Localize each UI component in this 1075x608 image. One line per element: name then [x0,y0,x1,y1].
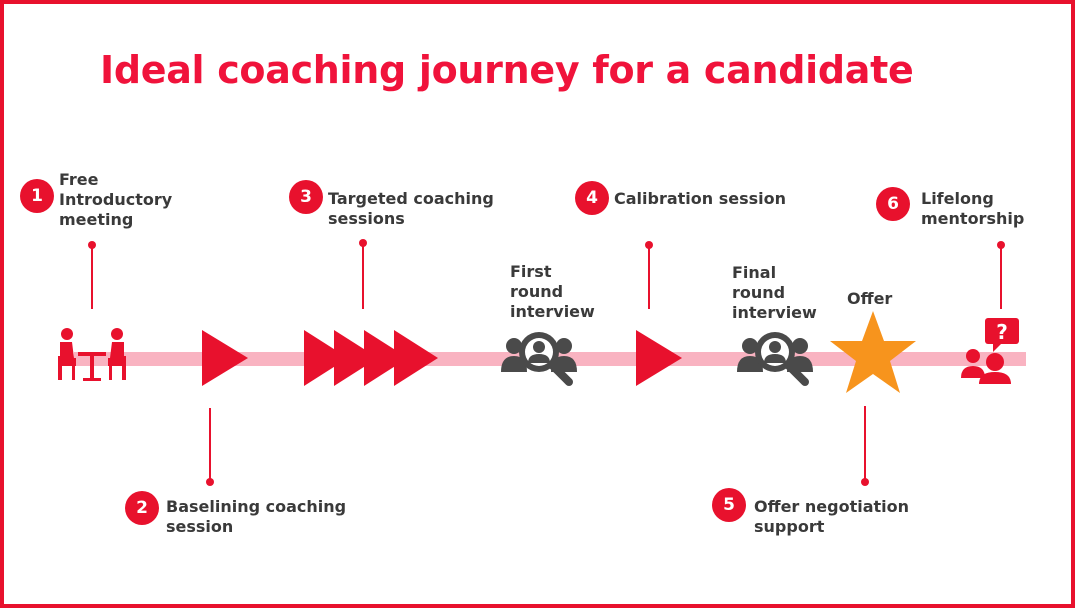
step-label: Free Introductory meeting [59,170,173,229]
step-label: Calibration session [614,189,787,208]
step-number-badge: 4 [575,181,609,215]
meeting-icon [58,328,126,381]
step-label: Lifelong mentorship [921,189,1025,228]
connector-line [362,243,364,309]
step-label: Offer negotiation support [754,497,910,536]
step-label: Targeted coaching sessions [328,189,494,228]
connector-line [91,245,93,309]
connector-dot [861,478,869,486]
step-label: Baselining coaching session [166,497,347,536]
interview-search-icon [737,332,813,386]
interview-search-icon [501,332,577,386]
connector-line [648,245,650,309]
milestone-label: First round interview [510,262,595,321]
star-icon [830,311,916,393]
step-number-badge: 1 [20,179,54,213]
mentorship-icon: ? [961,318,1019,384]
connector-dot [206,478,214,486]
connector-line [209,408,211,480]
milestone-label: Final round interview [732,263,817,322]
play-arrow-icon [636,330,682,386]
play-arrow-icon [202,330,248,386]
step-number-badge: 6 [876,187,910,221]
page-title: Ideal coaching journey for a candidate [100,48,914,92]
milestone-label: Offer [847,289,893,308]
step-number-badge: 2 [125,491,159,525]
svg-text:?: ? [996,320,1008,344]
step-number-badge: 3 [289,180,323,214]
multi-arrow-icon [304,330,438,386]
connector-line [864,406,866,480]
connector-line [1000,245,1002,309]
step-number-badge: 5 [712,488,746,522]
